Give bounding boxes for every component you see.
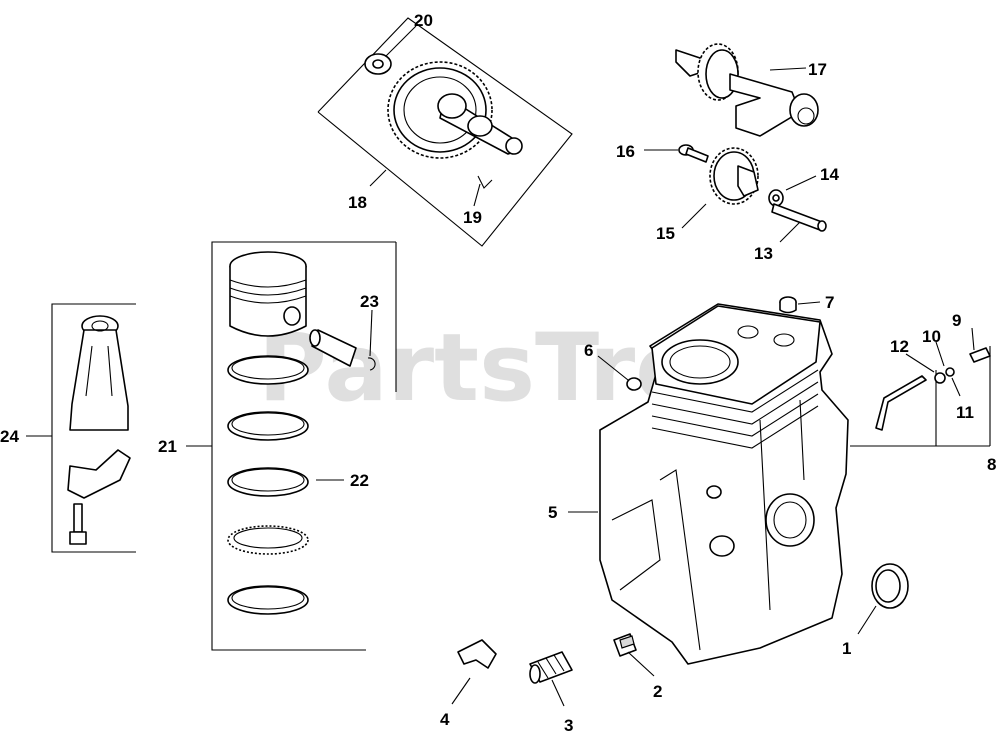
callout-3[interactable]: 3 [564,716,573,735]
piston-part[interactable] [229,251,307,337]
callout-2[interactable]: 2 [653,682,662,701]
dowel-part-7[interactable] [779,296,797,314]
clip-part-9 [969,347,991,363]
bolt-part-16[interactable] [678,144,709,163]
piston-group[interactable] [211,241,397,651]
bracket-part-4[interactable] [457,639,497,669]
oil-seal-part-1[interactable] [871,563,909,609]
callout-13[interactable]: 13 [754,244,773,263]
callout-21[interactable]: 21 [158,437,177,456]
drain-plug-part-2[interactable] [613,633,637,657]
balance-shaft-part-17[interactable] [675,43,819,137]
callout-18[interactable]: 18 [348,193,367,212]
callout-5[interactable]: 5 [548,503,557,522]
callout-16[interactable]: 16 [616,142,635,161]
callout-9[interactable]: 9 [952,311,961,330]
breather-group-part-8[interactable] [850,346,991,447]
plug-part-6[interactable] [626,377,642,391]
connecting-rod-part[interactable] [69,315,129,431]
leader-lines [26,25,975,707]
callout-24[interactable]: 24 [0,427,19,446]
callout-15[interactable]: 15 [656,224,675,243]
callout-22[interactable]: 22 [350,471,369,490]
callout-10[interactable]: 10 [922,327,941,346]
callout-17[interactable]: 17 [808,60,827,79]
clip-part-23[interactable] [367,357,376,371]
tube-part-12 [875,375,927,431]
callout-14[interactable]: 14 [820,165,839,184]
callout-4[interactable]: 4 [440,710,450,729]
callout-23[interactable]: 23 [360,292,379,311]
ring-part-11 [945,367,955,377]
callout-8[interactable]: 8 [987,455,996,474]
rod-bracket [51,303,136,553]
piston-pin-part[interactable] [309,329,357,367]
callout-11[interactable]: 11 [956,403,974,422]
camshaft-gear-part-18[interactable] [387,61,523,159]
crankcase-part-5[interactable] [599,303,849,665]
callout-20[interactable]: 20 [414,11,433,30]
callout-12[interactable]: 12 [890,337,909,356]
rod-cap-part[interactable] [67,449,131,499]
camshaft-group[interactable] [317,17,573,247]
fitting-part-3[interactable] [529,651,573,684]
washer-part-20[interactable] [364,53,392,75]
washer-part-14[interactable] [768,189,784,207]
callout-6[interactable]: 6 [584,341,593,360]
connecting-rod-group[interactable] [51,303,136,553]
callout-7[interactable]: 7 [825,293,834,312]
rod-bolt-part[interactable] [69,503,87,545]
washer-part-10 [934,372,946,384]
camshaft-bracket [317,17,573,247]
shaft-pin-part-13[interactable] [771,203,827,232]
gear-part-15[interactable] [709,147,759,205]
callout-1[interactable]: 1 [842,639,851,658]
piston-rings-part-22[interactable] [227,355,309,615]
callout-19[interactable]: 19 [463,208,482,227]
callouts: 1 2 3 4 5 6 7 8 9 10 11 12 13 14 15 16 1… [0,11,996,735]
pin-part-19[interactable] [477,175,493,189]
